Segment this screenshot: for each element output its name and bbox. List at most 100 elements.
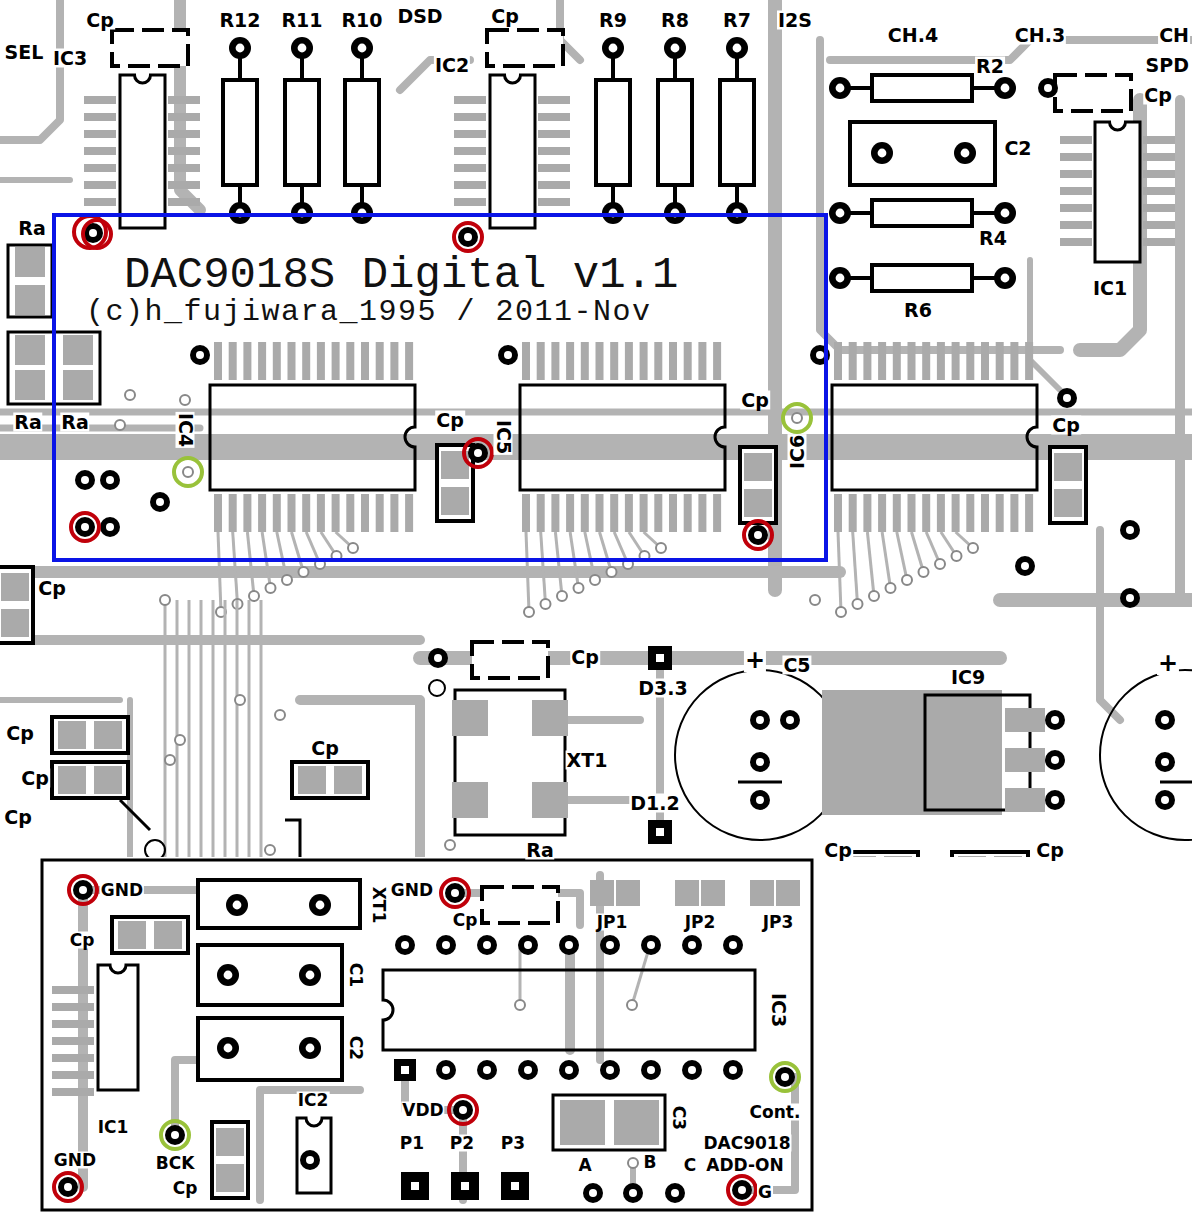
silkscreen-outline <box>1060 221 1092 229</box>
solder-pad <box>775 1067 795 1087</box>
fanout-trace <box>952 551 962 561</box>
silkscreen-outline <box>58 721 86 749</box>
solder-pad <box>641 935 661 955</box>
silkscreen-outline <box>551 494 559 532</box>
silkscreen-outline <box>872 265 972 291</box>
solder-pad <box>750 790 770 810</box>
silkscreen-outline <box>675 880 699 906</box>
solder-pad <box>125 390 135 400</box>
silkscreen-outline <box>472 642 548 678</box>
silkscreen-outline <box>297 1118 331 1193</box>
highlight-circle-red <box>69 876 97 904</box>
silkscreen-outline <box>1060 187 1092 195</box>
silkscreen-outline <box>84 147 116 155</box>
solder-pad <box>1155 790 1175 810</box>
solder-pad <box>217 1037 239 1059</box>
silk-label: R9 <box>598 11 628 30</box>
fanout-trace <box>541 532 546 604</box>
solder-pad <box>748 525 768 545</box>
silkscreen-outline <box>168 113 200 121</box>
solder-pad <box>1001 274 1010 283</box>
silkscreen-outline <box>922 494 930 532</box>
silk-label: VDD <box>401 1102 444 1119</box>
solder-pad <box>829 267 851 289</box>
solder-pad <box>1051 716 1059 724</box>
silkscreen-outline <box>684 342 692 380</box>
fanout-trace <box>882 532 890 588</box>
silkscreen-outline <box>0 567 33 643</box>
silkscreen-outline <box>118 921 146 949</box>
fanout-trace <box>212 600 215 857</box>
fanout-trace <box>555 532 562 596</box>
copper-trace <box>565 945 575 1050</box>
solder-pad <box>306 971 315 980</box>
solder-pad <box>961 149 970 158</box>
solder-pad <box>816 351 824 359</box>
solder-pad <box>477 1060 497 1080</box>
solder-pad <box>81 523 89 531</box>
highlight-circle-red <box>454 223 482 251</box>
silkscreen-outline <box>849 342 857 380</box>
fanout-trace <box>867 532 874 596</box>
silkscreen-outline <box>229 494 237 532</box>
silk-label: C1 <box>347 962 364 988</box>
silkscreen-outline <box>273 342 281 380</box>
silkscreen-outline <box>1050 447 1086 523</box>
silkscreen-outline <box>996 494 1004 532</box>
silkscreen-outline <box>437 445 473 521</box>
silkscreen-outline <box>216 1128 244 1156</box>
solder-pad <box>196 351 204 359</box>
solder-pad <box>156 498 164 506</box>
highlight-circle-red <box>728 1176 756 1204</box>
silkscreen-outline <box>720 80 754 185</box>
solder-pad <box>501 1172 529 1200</box>
fanout-trace <box>912 532 924 572</box>
solder-pad <box>1155 752 1175 772</box>
silkscreen-outline <box>1 573 29 601</box>
solder-pad <box>58 880 795 1203</box>
silkscreen-outline <box>560 1100 605 1145</box>
silkscreen-outline <box>893 342 901 380</box>
fanout-trace <box>348 543 358 553</box>
solder-pad <box>217 964 239 986</box>
highlight-circle-green <box>161 1121 189 1149</box>
solder-pad <box>1120 588 1140 608</box>
solder-pad <box>829 77 851 99</box>
solder-pad <box>994 202 1016 224</box>
silkscreen-outline <box>84 164 116 172</box>
silkscreen-outline <box>640 494 648 532</box>
silk-label: P2 <box>449 1135 475 1152</box>
silkscreen-outline <box>849 494 857 532</box>
solder-pad <box>729 1066 737 1074</box>
silkscreen-outline <box>454 147 486 155</box>
solder-pad <box>565 941 573 949</box>
silkscreen-outline <box>937 342 945 380</box>
solder-pad <box>954 142 976 164</box>
fanout-trace <box>897 532 907 580</box>
silkscreen-outline <box>952 342 960 380</box>
solder-pad <box>688 941 696 949</box>
silkscreen-outline <box>822 690 1002 815</box>
silkscreen-outline <box>713 494 721 532</box>
solder-pad <box>750 710 770 730</box>
highlight-circle-red <box>464 439 492 467</box>
fanout-trace <box>275 710 285 720</box>
fanout-trace <box>607 567 617 577</box>
fanout-trace <box>585 532 595 580</box>
silkscreen-outline <box>532 782 568 818</box>
solder-pad <box>994 267 1016 289</box>
fanout-trace <box>968 543 978 553</box>
solder-pad <box>291 37 313 59</box>
silkscreen-outline <box>1005 788 1045 812</box>
silkscreen-outline <box>1100 670 1192 840</box>
solder-pad <box>1021 562 1029 570</box>
silkscreen-outline <box>302 494 310 532</box>
solder-pad <box>559 1060 579 1080</box>
silk-label: GND <box>390 882 434 899</box>
silkscreen-outline <box>84 181 116 189</box>
solder-pad <box>589 1189 597 1197</box>
solder-pad <box>1045 750 1065 770</box>
copper-trace <box>0 697 120 703</box>
solder-pad <box>628 1158 638 1168</box>
copper-trace <box>565 720 640 800</box>
